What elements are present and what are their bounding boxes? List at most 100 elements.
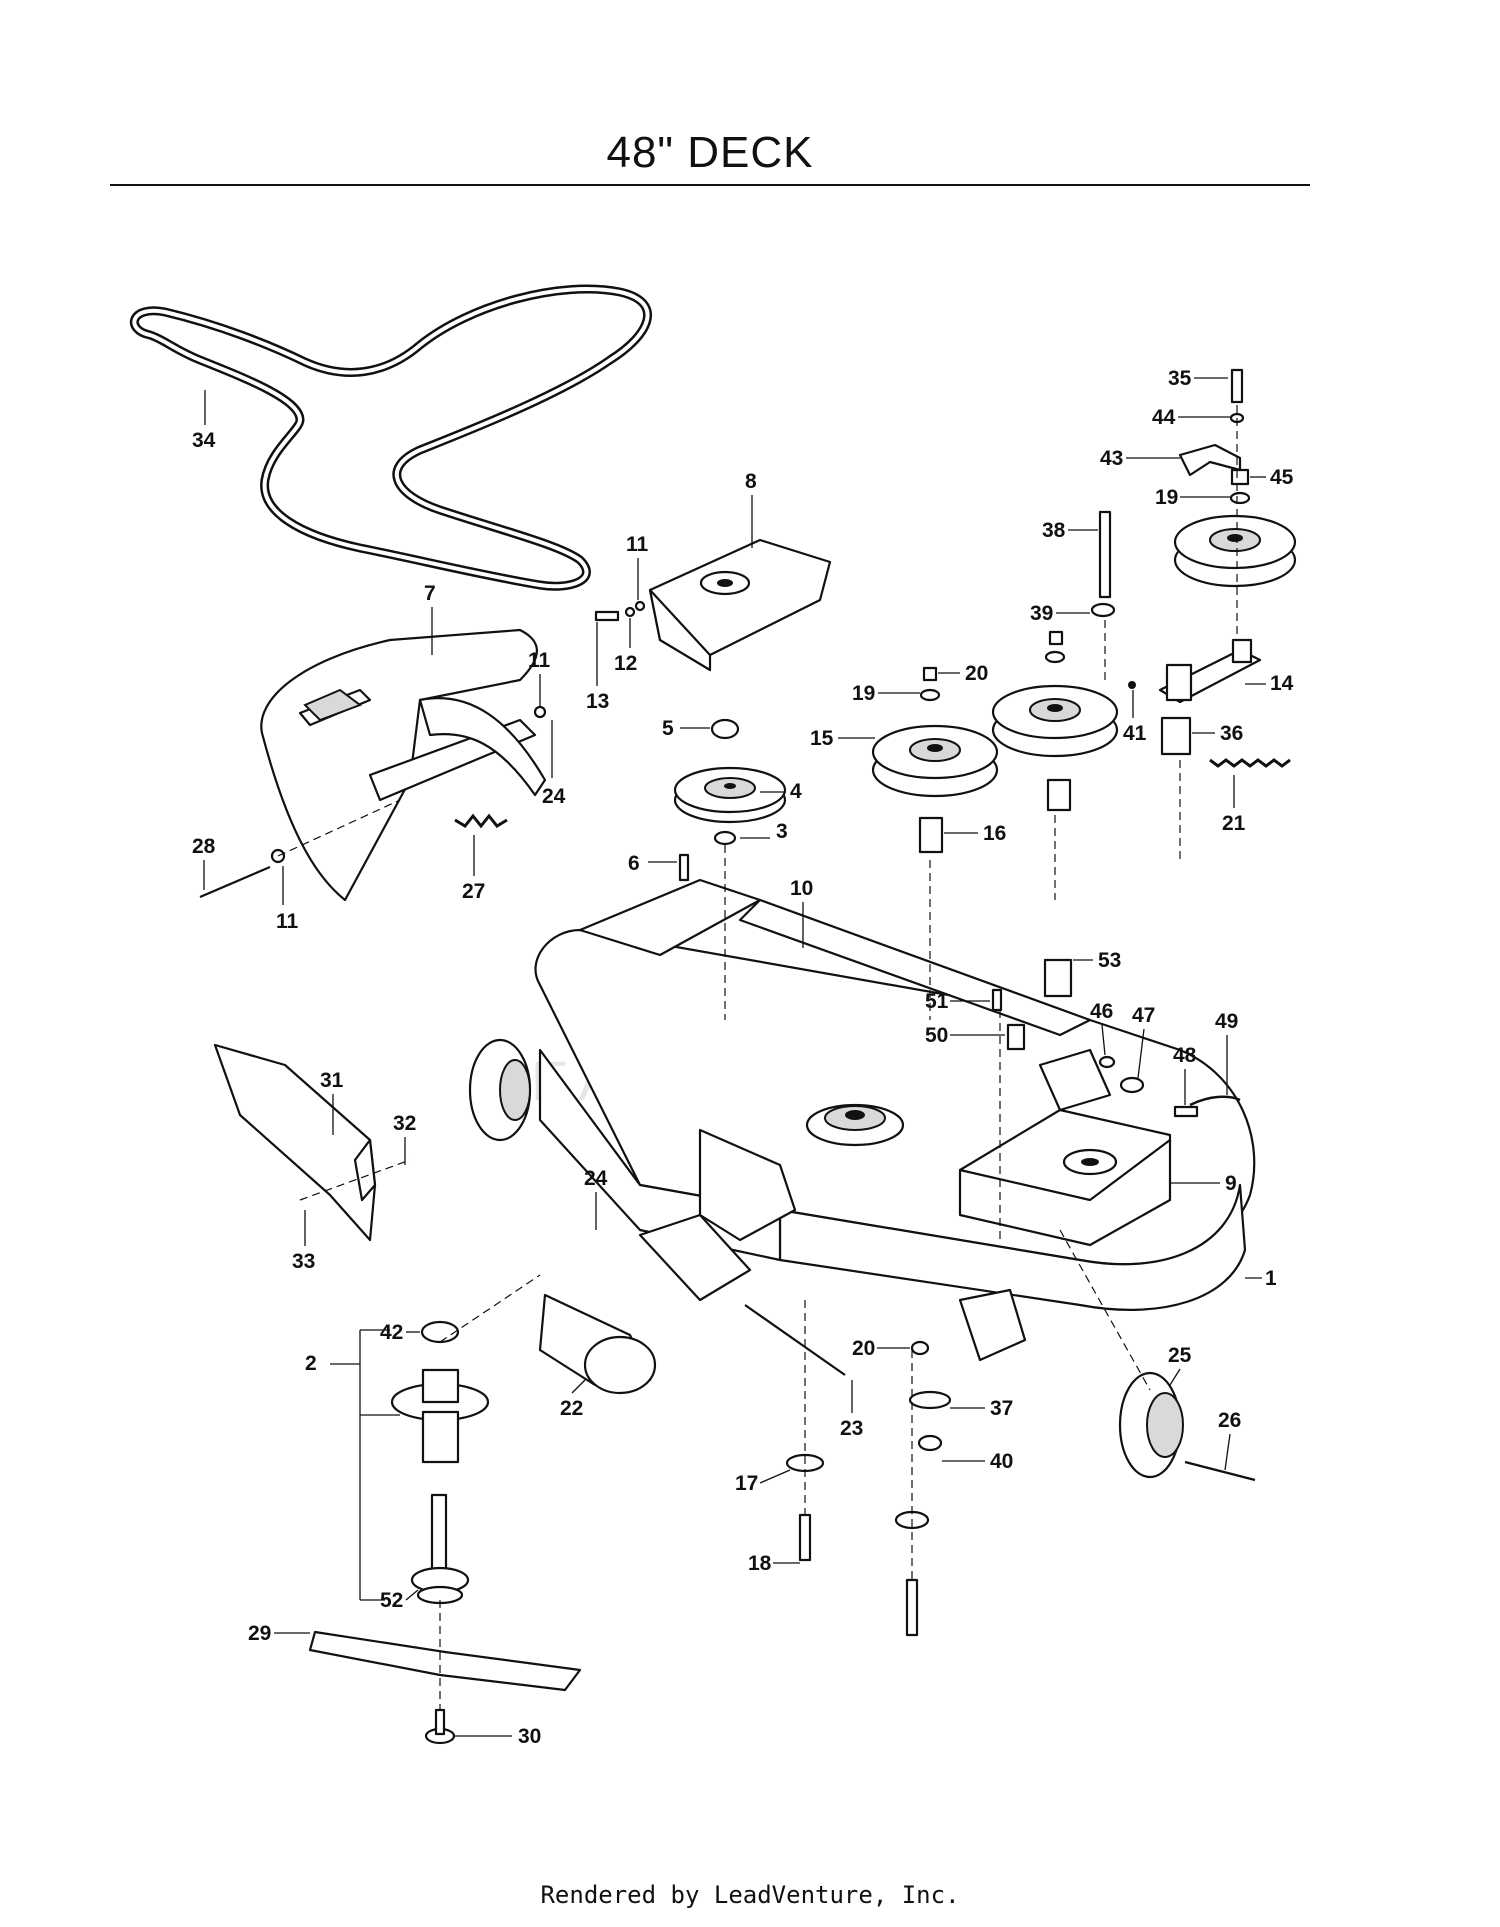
callout-43: 43 <box>1100 447 1123 470</box>
baffle <box>213 1043 377 1242</box>
spacer-16 <box>918 816 944 854</box>
callout-44: 44 <box>1152 406 1176 429</box>
nut-46 <box>1098 1055 1116 1069</box>
callout-7: 7 <box>424 582 436 605</box>
nut-5 <box>710 718 740 740</box>
callout-42: 42 <box>380 1321 403 1344</box>
callout-16: 16 <box>983 822 1006 845</box>
belt <box>129 284 653 591</box>
callout-37: 37 <box>990 1397 1013 1420</box>
callout-32: 32 <box>393 1112 416 1135</box>
pin-48 <box>1173 1105 1199 1118</box>
idler-pulley-upper <box>1173 514 1297 588</box>
washer-39 <box>1090 602 1116 618</box>
callout-33: 33 <box>292 1250 315 1273</box>
nut-40 <box>917 1434 943 1452</box>
bracket-50 <box>1006 1023 1026 1051</box>
bolt-51 <box>991 988 1003 1012</box>
callout-35: 35 <box>1168 367 1192 390</box>
callout-23: 23 <box>840 1417 863 1440</box>
washer-11b <box>533 705 547 719</box>
callout-40: 40 <box>990 1450 1013 1473</box>
washer-19 <box>919 688 941 702</box>
callout-27: 27 <box>462 880 485 903</box>
callout-9: 9 <box>1225 1172 1237 1195</box>
callout-22: 22 <box>560 1397 583 1420</box>
footer-credit: Rendered by LeadVenture, Inc. <box>540 1881 960 1909</box>
callout-36: 36 <box>1220 722 1243 745</box>
callout-19a: 19 <box>852 682 875 705</box>
callout-13: 13 <box>586 690 609 713</box>
callout-14: 14 <box>1270 672 1294 695</box>
washer-11a <box>634 600 646 612</box>
bolt-18 <box>798 1513 812 1562</box>
deck-pulley <box>805 1103 905 1147</box>
callout-30: 30 <box>518 1725 541 1748</box>
deck-wheel-left <box>468 1038 532 1142</box>
callout-46: 46 <box>1090 1000 1113 1023</box>
torsion-spring-27 <box>454 813 508 829</box>
callout-20a: 20 <box>965 662 988 685</box>
callout-4: 4 <box>790 780 802 803</box>
spacer-45 <box>1230 468 1250 486</box>
callout-24a: 24 <box>542 785 566 808</box>
callout-34: 34 <box>192 429 216 452</box>
nut-20b <box>910 1340 930 1356</box>
callout-17: 17 <box>735 1472 758 1495</box>
nut-20 <box>922 666 938 682</box>
bushing-36 <box>1160 716 1192 756</box>
callout-41: 41 <box>1123 722 1147 745</box>
washer-37 <box>908 1390 952 1410</box>
bolt-23 <box>744 1304 846 1376</box>
callout-24b: 24 <box>584 1167 608 1190</box>
washer-47 <box>1119 1076 1145 1094</box>
callout-47: 47 <box>1132 1004 1155 1027</box>
bearing-42 <box>420 1320 460 1344</box>
washer-19b <box>1229 491 1251 505</box>
belt-keeper-43 <box>1178 443 1242 477</box>
callout-19b: 19 <box>1155 486 1178 509</box>
callout-52: 52 <box>380 1589 403 1612</box>
callout-12: 12 <box>614 652 637 675</box>
front-bracket <box>638 1048 1112 1362</box>
callout-49: 49 <box>1215 1010 1238 1033</box>
callout-18: 18 <box>748 1552 772 1575</box>
callout-10: 10 <box>790 877 813 900</box>
callout-51: 51 <box>925 990 949 1013</box>
callout-8: 8 <box>745 470 757 493</box>
title-divider <box>110 184 1310 186</box>
rod-28 <box>199 865 271 899</box>
spindle-assembly <box>390 1320 490 1605</box>
callout-labels: 1 2 3 4 5 6 7 8 9 10 11 11 11 12 13 14 1 <box>192 367 1294 1748</box>
callout-1: 1 <box>1265 1267 1277 1290</box>
callout-28: 28 <box>192 835 216 858</box>
callout-39: 39 <box>1030 602 1053 625</box>
grease-fitting-41 <box>1128 681 1136 689</box>
idler-pulley-center <box>991 684 1119 758</box>
nut <box>1048 630 1064 646</box>
spring-21 <box>1209 758 1291 768</box>
callout-48: 48 <box>1173 1044 1197 1067</box>
callout-3: 3 <box>776 820 788 843</box>
callout-11c: 11 <box>276 910 299 933</box>
bolt-lower <box>905 1578 919 1637</box>
callout-25: 25 <box>1168 1344 1192 1367</box>
blade-bolt <box>424 1708 456 1745</box>
callout-38: 38 <box>1042 519 1066 542</box>
washer <box>1044 650 1066 664</box>
idler-pulley <box>871 724 999 798</box>
bolt-38 <box>1098 510 1112 599</box>
callout-11a: 11 <box>626 533 649 556</box>
page-title: 48" DECK <box>606 128 814 177</box>
discharge-chute <box>260 628 547 902</box>
belt-cover <box>648 538 832 672</box>
callout-20b: 20 <box>852 1337 875 1360</box>
screw-13 <box>594 610 620 622</box>
hair-pin-49 <box>1189 1095 1241 1107</box>
callout-11b: 11 <box>528 649 551 672</box>
spacer <box>1046 778 1072 812</box>
callout-6: 6 <box>628 852 640 875</box>
belt-cover-right <box>958 1108 1172 1247</box>
callout-53: 53 <box>1098 949 1121 972</box>
